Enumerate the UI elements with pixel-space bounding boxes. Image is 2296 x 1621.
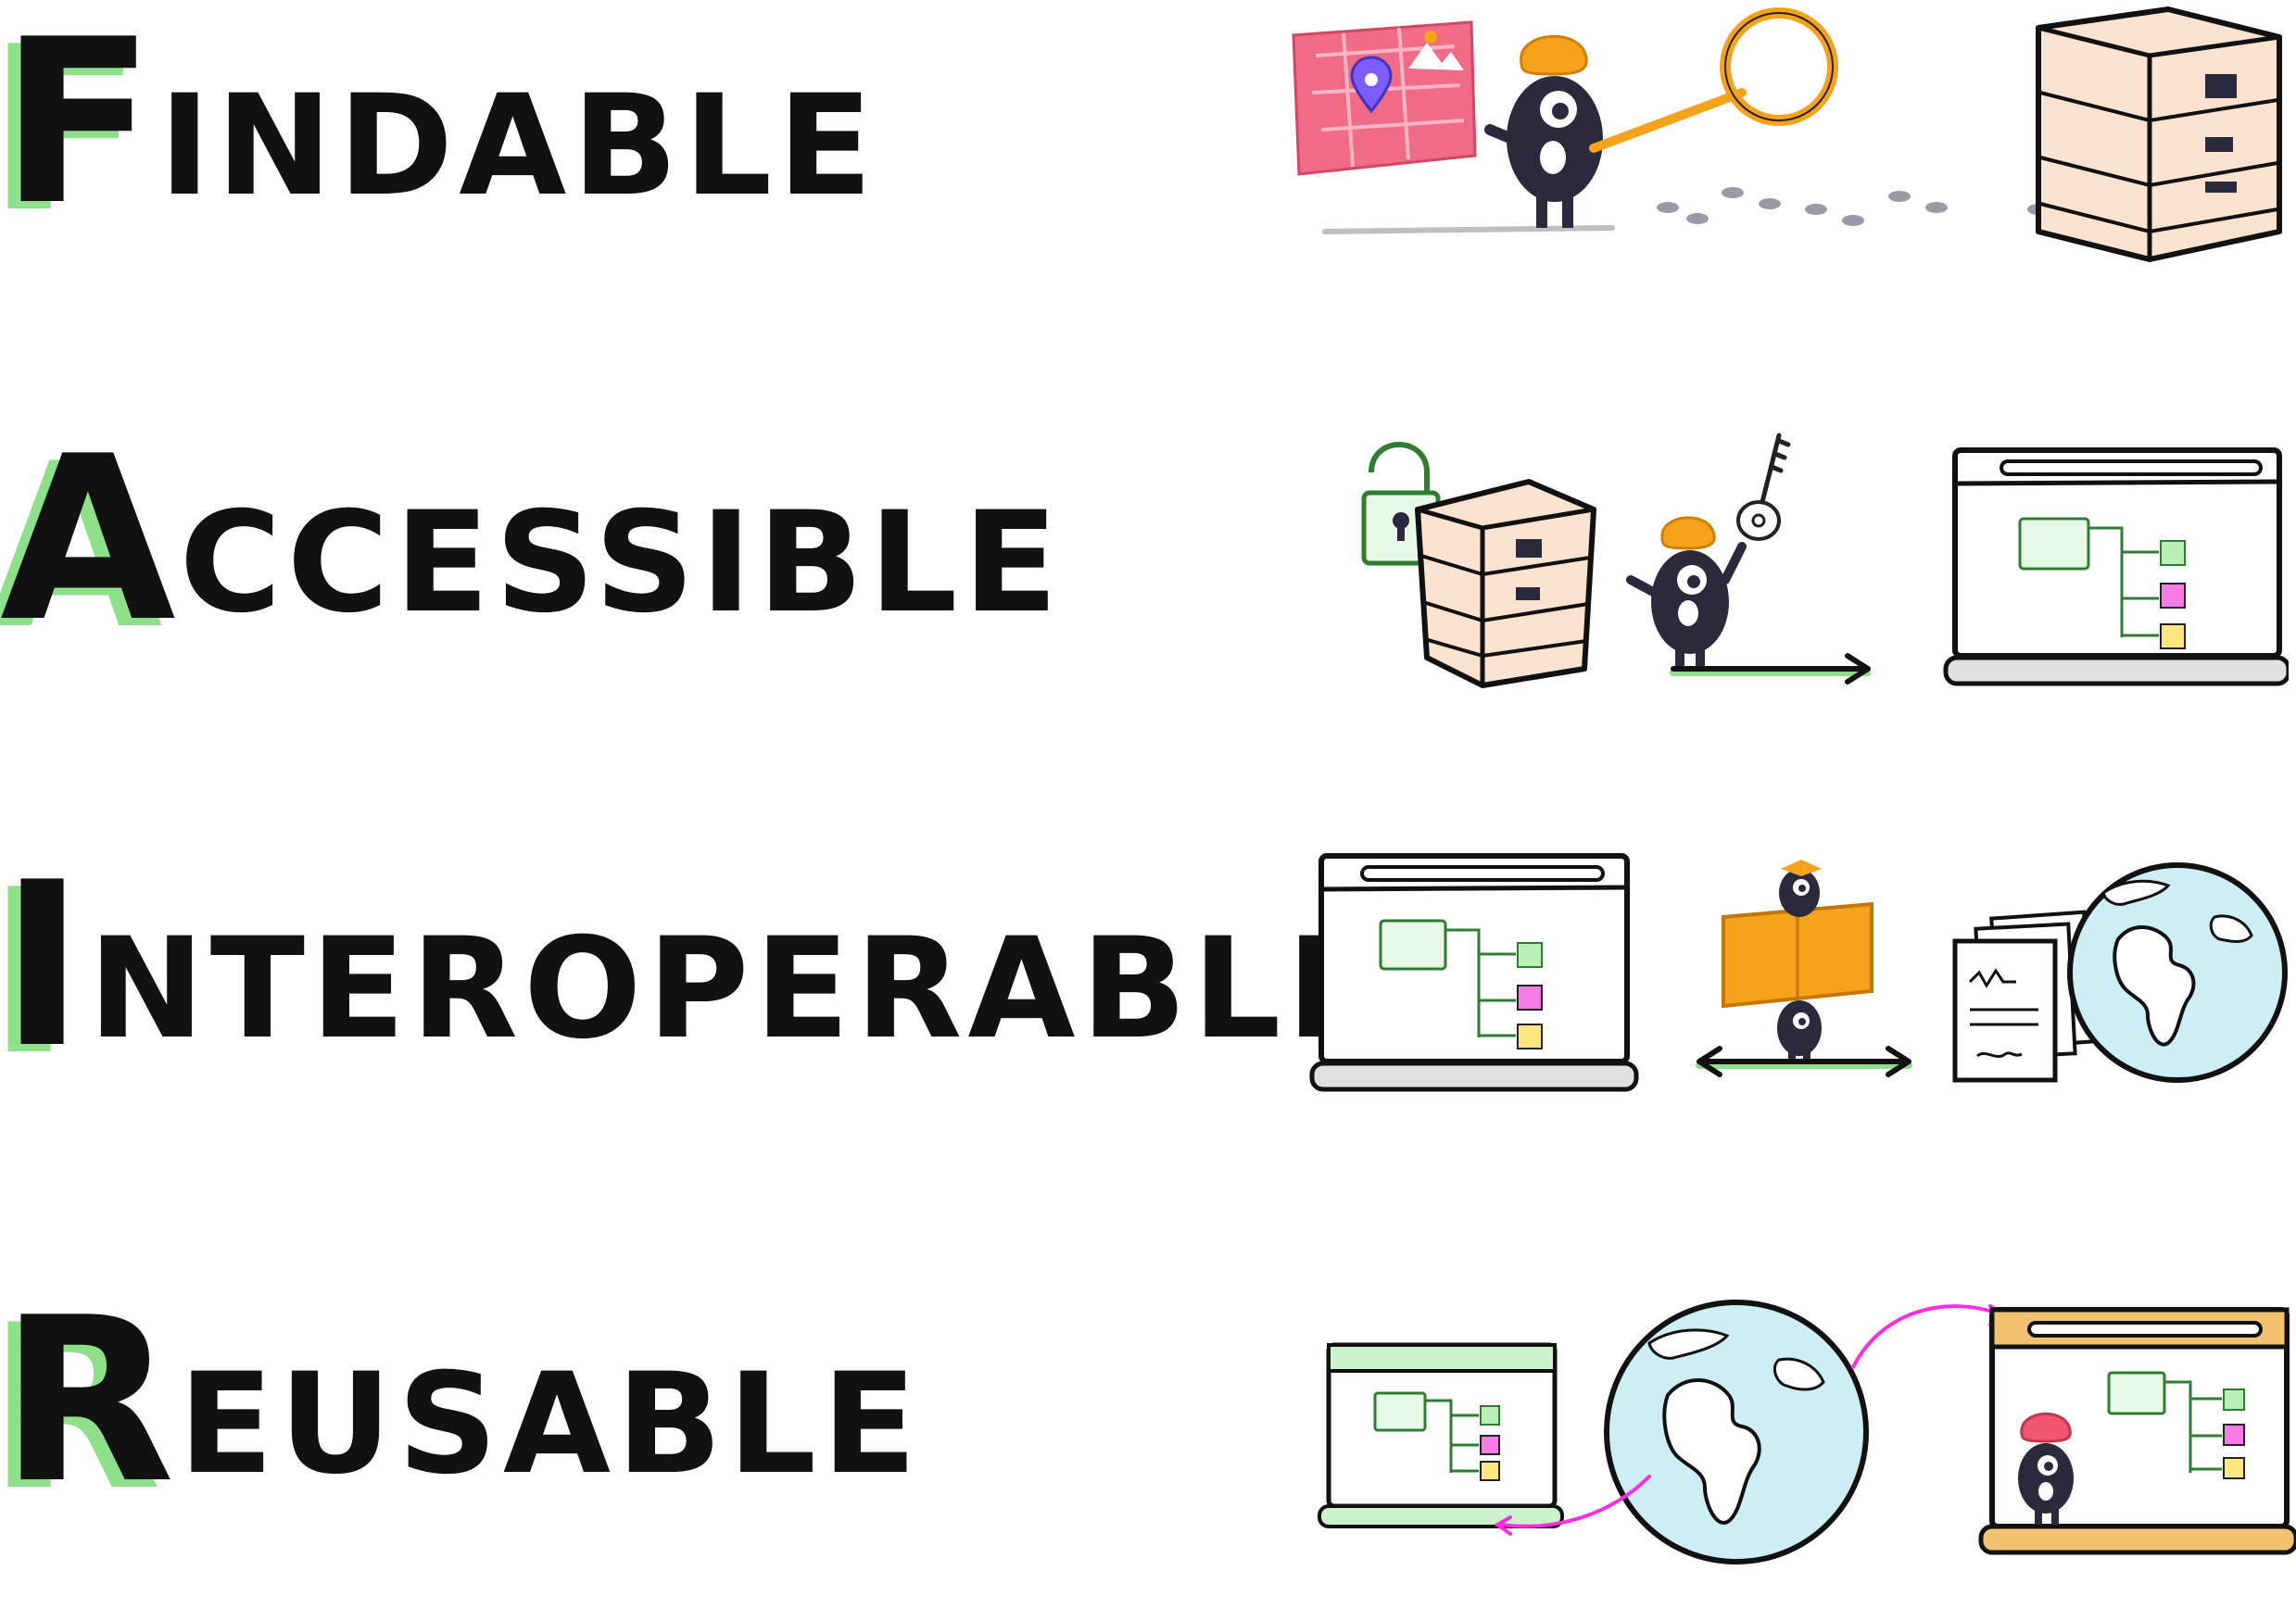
word-rest: NTEROPERABLE — [88, 909, 1387, 1070]
initial-letter: F F — [0, 0, 156, 262]
laptop-icon — [1309, 853, 1639, 1092]
double-arrow-icon — [1696, 1046, 1912, 1077]
map-icon — [1292, 20, 1477, 176]
row-accessible: A A CCESSIBLE — [0, 408, 2296, 704]
interoperable-illustration — [1309, 853, 2288, 1092]
character-icon — [2018, 1412, 2074, 1525]
accessible-illustration — [1361, 433, 2289, 688]
row-interoperable: I I NTEROPERABLE — [0, 834, 2296, 1130]
server-icon — [2036, 6, 2282, 262]
initial-letter: I I — [0, 834, 85, 1105]
word-accessible: A A CCESSIBLE — [0, 408, 1064, 679]
arrow-icon — [1670, 653, 1871, 685]
word-rest: INDABLE — [158, 66, 878, 227]
globe-icon — [2067, 862, 2288, 1083]
word-findable: F F INDABLE — [0, 0, 878, 262]
book-icon — [1722, 901, 1873, 1009]
initial-letter: A A — [0, 408, 176, 679]
footprints-icon — [1657, 187, 2088, 226]
magnifier-icon — [1589, 7, 1838, 153]
character-icon — [1484, 34, 1603, 228]
word-interoperable: I I NTEROPERABLE — [0, 834, 1387, 1105]
word-rest: CCESSIBLE — [179, 483, 1064, 644]
word-reusable: R R EUSABLE — [0, 1269, 923, 1540]
row-reusable: R R EUSABLE — [0, 1269, 2296, 1602]
character-icon — [1626, 516, 1747, 667]
reusable-illustration — [1318, 1300, 2296, 1564]
initial-letter: R R — [0, 1269, 175, 1540]
word-rest: EUSABLE — [178, 1344, 923, 1505]
server-icon — [1415, 479, 1596, 688]
key-icon — [1736, 433, 1791, 541]
globe-icon — [1604, 1300, 1869, 1564]
laptop-icon — [1318, 1342, 1564, 1528]
findable-illustration — [1292, 6, 2282, 262]
laptop-icon — [1943, 447, 2289, 686]
row-findable: F F INDABLE — [0, 0, 2296, 278]
documents-icon — [1952, 910, 2095, 1083]
